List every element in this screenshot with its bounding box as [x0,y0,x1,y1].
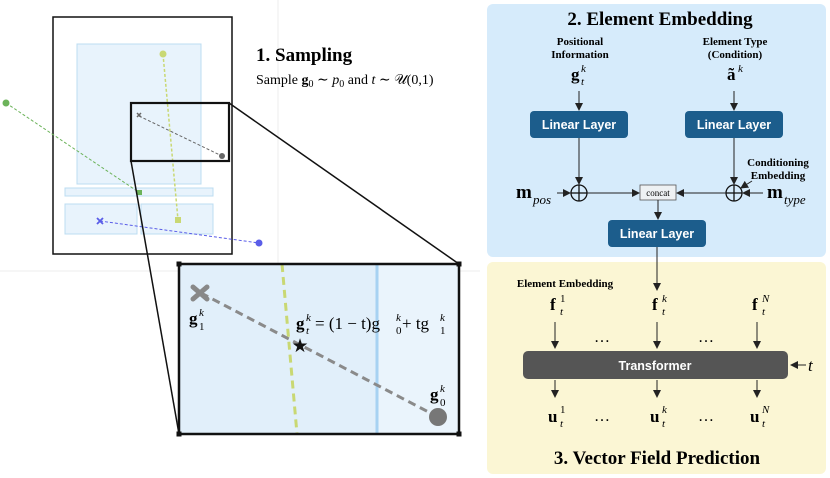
yellow-end-point [175,217,181,223]
fk-sup: k [662,293,668,305]
gt-formula-rhs2-sup: k [440,312,446,324]
blue-end-point [255,239,263,247]
zoom-connector-right [228,102,460,265]
gray-path-small [138,115,223,157]
yellow-path [162,53,179,221]
positional-var-sup: k [581,63,587,75]
uk-sub: t [662,418,666,430]
element-embedding-label: Element Embedding [517,278,614,290]
type-var-sup: k [738,63,744,75]
dots-u-left: … [594,408,610,425]
u1-sup: 1 [560,404,566,416]
transformer-block [523,351,788,379]
f1-var: f [550,295,556,314]
zoom-selection [129,101,231,163]
linear-layer-type-label: Linear Layer [697,118,771,132]
sampling-title: 1. Sampling [256,45,353,66]
embedding-title: 2. Element Embedding [567,9,753,30]
positional-var-sub: t [581,76,585,88]
positional-label-line1: Positional [557,36,603,48]
gt-formula-sup: k [306,312,312,324]
g1-cross-marker [190,284,210,302]
fk-sub: t [662,306,666,318]
u1-var: u [548,407,557,426]
zoom-connector-left [130,160,180,435]
linear-layer-bottom [608,220,706,247]
g1-label: g [189,309,198,328]
g0-point-marker [429,408,447,426]
gt-formula-rhs: = (1 − t)g [315,314,380,333]
gt-formula-rhs-sub: 0 [396,325,402,337]
m-pos: m [516,182,532,203]
dots-f-left: … [594,329,610,346]
conditioning-label-line2: Embedding [751,170,806,182]
gt-formula-rhs-sup: k [396,312,402,324]
prediction-title: 3. Vector Field Prediction [554,448,761,469]
positional-label-line2: Information [551,49,608,61]
yellow-start-point [159,50,167,58]
zoom-gray-path [200,291,439,419]
zoom-frame-corners [176,261,462,437]
uk-var: u [650,407,659,426]
arrow-conditioning-pointer [740,180,753,189]
blue-cross-point [96,217,104,225]
m-type: m [767,182,783,203]
fk-var: f [652,295,658,314]
positional-var: g [571,65,580,84]
layout-canvas [2,16,263,255]
m-pos-sub: pos [532,192,551,207]
fN-var: f [752,295,758,314]
zoom-yellow-path [280,263,299,435]
uN-sup: N [761,404,770,416]
t-input-label: t [808,356,814,375]
uN-var: u [750,407,759,426]
linear-layer-positional [530,111,628,138]
g1-sup: k [199,307,205,319]
m-type-sub: type [784,192,806,207]
fN-sup: N [761,293,770,305]
f1-sup: 1 [560,293,566,305]
dots-u-right: … [698,408,714,425]
sampling-description: Sample g0 ∼ p0 and t ∼ 𝒰(0,1) [256,73,434,90]
type-label-line1: Element Type [703,36,768,48]
g0-label: g [430,385,439,404]
green-start-point [2,99,10,107]
conditioning-label-line1: Conditioning [747,157,809,169]
transformer-label: Transformer [619,359,692,373]
f1-sub: t [560,306,564,318]
type-label-line2: (Condition) [708,49,763,61]
linear-layer-positional-label: Linear Layer [542,118,616,132]
dots-f-right: … [698,329,714,346]
gray-point-small [219,153,225,159]
zoom-view: ★ g k 1 g k 0 g k t = (1 − t)g k 0 + tg … [176,261,462,437]
zoom-element-area [179,264,377,434]
green-path [5,102,141,194]
blue-path [99,220,260,244]
zoom-frame [177,262,461,436]
embedding-panel: 2. Element Embedding Positional Informat… [487,4,826,257]
g0-sub: 0 [440,397,446,409]
uk-sup: k [662,404,668,416]
u1-sub: t [560,418,564,430]
linear-layer-bottom-label: Linear Layer [620,227,694,241]
linear-layer-type [685,111,783,138]
green-mid-point [137,190,142,195]
type-var: ã [727,65,736,84]
gt-formula-rhs2: + tg [402,314,430,333]
g1-sub: 1 [199,321,205,333]
prediction-panel: Element Embedding f 1 t f k t f N t … … … [487,247,826,474]
concat-label: concat [646,188,670,198]
gray-cross-small [136,112,142,118]
gt-formula-g: g [296,314,305,333]
gt-formula-rhs2-sub: 1 [440,325,446,337]
embedding-panel-bg [487,4,826,257]
g0-sup: k [440,383,446,395]
uN-sub: t [762,418,766,430]
gt-star-marker: ★ [291,336,308,357]
gt-formula-sub: t [306,325,310,337]
fN-sub: t [762,306,766,318]
